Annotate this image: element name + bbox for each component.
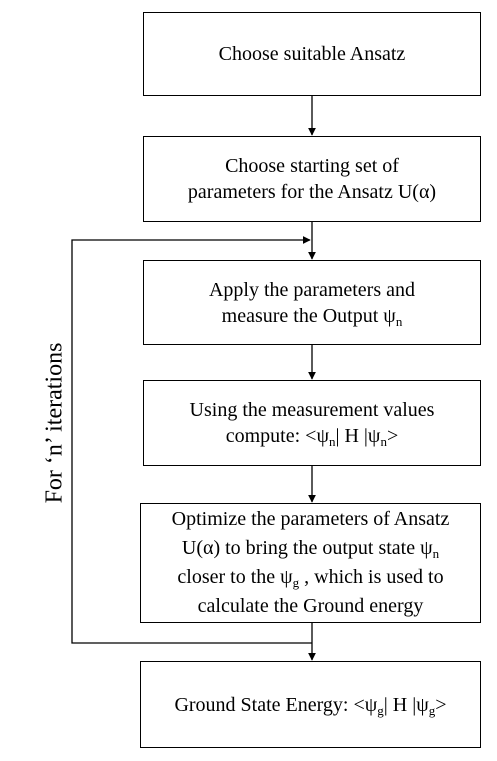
step-starting-parameters-line1: Choose starting set of xyxy=(225,155,399,177)
step-apply-measure: Apply the parameters and measure the Out… xyxy=(143,260,481,345)
step-optimize-line4: calculate the Ground energy xyxy=(197,595,424,617)
step-starting-parameters: Choose starting set of parameters for th… xyxy=(143,136,481,222)
step-compute-expectation-line2: compute: <ψn| H |ψn> xyxy=(225,425,399,449)
step-compute-expectation-line1: Using the measurement values xyxy=(189,399,435,421)
step-optimize-line3: closer to the ψg , which is used to xyxy=(177,566,444,590)
step-optimize-line1: Optimize the parameters of Ansatz xyxy=(171,508,450,530)
step-optimize-parameters: Optimize the parameters of Ansatz U(α) t… xyxy=(140,503,481,623)
step-choose-ansatz: Choose suitable Ansatz xyxy=(143,12,481,96)
step-apply-measure-line1: Apply the parameters and xyxy=(208,278,416,301)
loop-feedback-arrow xyxy=(71,236,312,644)
loop-iterations-label: For ‘n’ iterations xyxy=(41,342,68,504)
step-compute-expectation: Using the measurement values compute: <ψ… xyxy=(143,380,481,466)
step-apply-measure-line2: measure the Output ψn xyxy=(221,304,403,329)
step-ground-state-energy: Ground State Energy: <ψg| H |ψg> xyxy=(140,661,481,748)
step-optimize-line2: U(α) to bring the output state ψn xyxy=(181,537,440,561)
step-ground-state-energy-text: Ground State Energy: <ψg| H |ψg> xyxy=(174,693,447,718)
step-starting-parameters-line2: parameters for the Ansatz U(α) xyxy=(187,181,437,203)
step-choose-ansatz-text: Choose suitable Ansatz xyxy=(218,43,406,65)
